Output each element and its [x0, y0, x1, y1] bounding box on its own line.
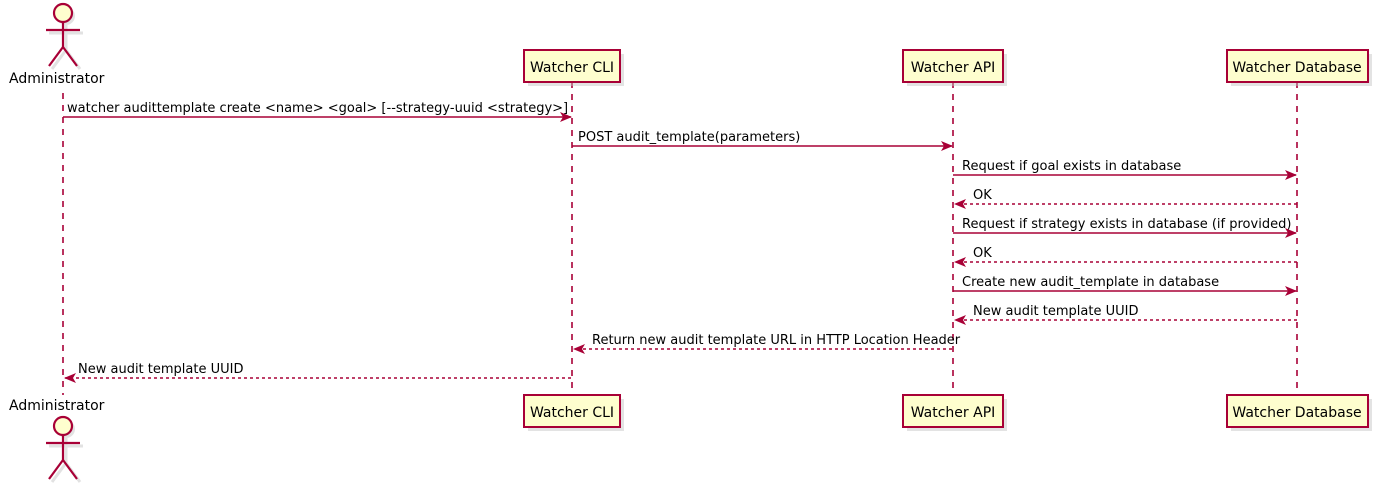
- message-7[interactable]: New audit template UUID: [954, 304, 1297, 325]
- message-label-9: New audit template UUID: [78, 362, 243, 377]
- participant-watcher-api-top[interactable]: Watcher API: [902, 49, 1007, 86]
- message-4[interactable]: Request if strategy exists in database (…: [953, 217, 1297, 238]
- participant-label-administrator-bottom: Administrator: [9, 398, 105, 414]
- participant-watcher-cli-bottom[interactable]: Watcher CLI: [523, 394, 624, 431]
- participant-label-watcher-cli-bottom: Watcher CLI: [530, 405, 614, 421]
- message-label-1: POST audit_template(parameters): [578, 130, 800, 145]
- participant-administrator-bottom[interactable]: Administrator: [9, 398, 105, 483]
- participant-watcher-cli-top[interactable]: Watcher CLI: [523, 49, 624, 86]
- lifelines: [62, 82, 1298, 395]
- participant-watcher-database-top[interactable]: Watcher Database: [1226, 49, 1372, 86]
- actor-head: [52, 415, 74, 437]
- participant-watcher-database-bottom[interactable]: Watcher Database: [1226, 394, 1372, 431]
- message-label-2: Request if goal exists in database: [962, 159, 1181, 174]
- participant-label-watcher-api-top: Watcher API: [911, 60, 996, 76]
- participant-label-watcher-database-bottom: Watcher Database: [1232, 405, 1361, 421]
- participant-label-watcher-cli-top: Watcher CLI: [530, 60, 614, 76]
- message-3[interactable]: OK: [954, 188, 1297, 209]
- participant-label-administrator-top: Administrator: [9, 71, 105, 87]
- participant-box: [1226, 394, 1369, 428]
- message-5[interactable]: OK: [954, 246, 1297, 267]
- actor-leg-left: [48, 459, 64, 480]
- message-2[interactable]: Request if goal exists in database: [953, 159, 1297, 180]
- actor-leg-left: [48, 46, 64, 67]
- participant-box: [523, 394, 621, 428]
- message-6[interactable]: Create new audit_template in database: [953, 275, 1297, 296]
- message-label-6: Create new audit_template in database: [962, 275, 1219, 290]
- message-label-8: Return new audit template URL in HTTP Lo…: [592, 333, 961, 348]
- participant-box: [902, 49, 1004, 83]
- participant-watcher-api-bottom[interactable]: Watcher API: [902, 394, 1007, 431]
- participant-box: [1226, 49, 1369, 83]
- message-0[interactable]: watcher audittemplate create <name> <goa…: [63, 101, 572, 122]
- participant-box: [902, 394, 1004, 428]
- actor-leg-right: [62, 46, 78, 67]
- message-label-3: OK: [973, 188, 992, 203]
- message-label-5: OK: [973, 246, 992, 261]
- participant-administrator-top[interactable]: Administrator: [9, 2, 105, 87]
- participant-label-watcher-api-bottom: Watcher API: [911, 405, 996, 421]
- actor-head: [52, 2, 74, 24]
- message-8[interactable]: Return new audit template URL in HTTP Lo…: [573, 333, 961, 354]
- actor-leg-right: [62, 459, 78, 480]
- message-9[interactable]: New audit template UUID: [64, 362, 571, 383]
- participant-label-watcher-database-top: Watcher Database: [1232, 60, 1361, 76]
- message-1[interactable]: POST audit_template(parameters): [572, 130, 953, 151]
- message-label-7: New audit template UUID: [973, 304, 1138, 319]
- messages: watcher audittemplate create <name> <goa…: [63, 101, 1297, 383]
- message-label-0: watcher audittemplate create <name> <goa…: [67, 101, 568, 116]
- participant-box: [523, 49, 621, 83]
- message-label-4: Request if strategy exists in database (…: [962, 217, 1291, 232]
